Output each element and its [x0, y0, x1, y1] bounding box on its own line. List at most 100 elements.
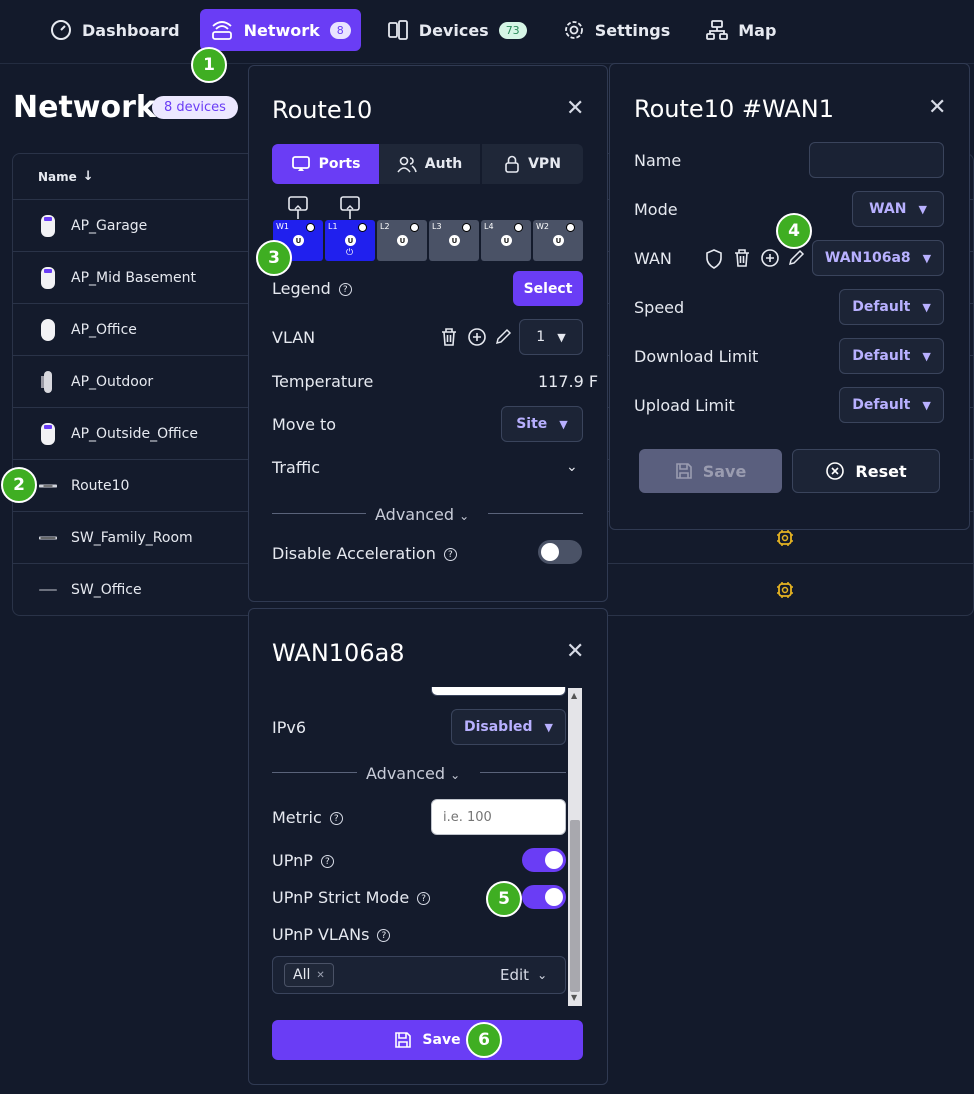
close-icon[interactable]: ✕ — [928, 95, 947, 120]
upnp-strict-mode-label: UPnP Strict Mode? — [272, 888, 431, 907]
shield-icon[interactable] — [705, 249, 723, 269]
help-icon[interactable]: ? — [338, 283, 352, 296]
scrollbar-thumb[interactable] — [570, 820, 580, 992]
mode-value: WAN — [869, 201, 907, 217]
port-label: L3 — [432, 222, 442, 231]
nav-settings[interactable]: Settings — [553, 9, 681, 51]
traffic-label[interactable]: Traffic — [272, 458, 321, 477]
port-l3[interactable]: L3 U — [429, 220, 479, 261]
advanced-label: Advanced — [375, 505, 455, 524]
chevron-down-icon[interactable]: ⌄ — [566, 459, 578, 475]
access-point-pro-icon — [39, 214, 57, 238]
port-mode: U — [501, 235, 512, 246]
step-marker-6: 6 — [466, 1022, 502, 1058]
devices-icon — [387, 20, 408, 40]
speed-label: Speed — [634, 298, 685, 317]
trash-icon[interactable] — [440, 327, 458, 347]
device-name[interactable]: AP_Outdoor — [71, 373, 154, 390]
move-to-dropdown[interactable]: Site ▼ — [501, 406, 583, 442]
legend-label[interactable]: Legend? — [272, 279, 352, 298]
port-w2[interactable]: W2 U — [533, 220, 583, 261]
port-l1[interactable]: L1 U ⏻ — [325, 220, 375, 261]
nav-devices[interactable]: Devices 73 — [377, 9, 537, 51]
speed-dropdown[interactable]: Default ▼ — [839, 289, 944, 325]
select-button[interactable]: Select — [513, 271, 583, 306]
move-to-value: Site — [516, 416, 548, 432]
chevron-down-icon: ⌄ — [459, 509, 470, 523]
port-label: W2 — [536, 222, 549, 231]
nav-network[interactable]: Network 8 — [199, 9, 361, 51]
port-mode: U — [345, 235, 356, 246]
advanced-toggle[interactable]: Advanced ⌄ — [375, 505, 469, 524]
users-icon — [397, 156, 417, 173]
port-l4[interactable]: L4 U — [481, 220, 531, 261]
trash-icon[interactable] — [733, 248, 751, 268]
add-circle-icon[interactable] — [760, 248, 780, 268]
vlan-chip[interactable]: All ✕ — [284, 963, 334, 987]
close-icon[interactable]: ✕ — [566, 639, 585, 664]
pencil-icon[interactable] — [494, 328, 512, 346]
table-row[interactable]: SW_Office — [13, 564, 973, 616]
device-name[interactable]: AP_Office — [71, 321, 137, 338]
scroll-up-arrow[interactable]: ▲ — [571, 691, 578, 700]
sort-down-icon[interactable]: ↓ — [82, 169, 94, 184]
close-icon[interactable]: ✕ — [566, 96, 585, 121]
vlan-dropdown[interactable]: 1 ▼ — [519, 319, 583, 355]
ipv6-dropdown[interactable]: Disabled ▼ — [451, 709, 566, 745]
wan106-save-button[interactable]: Save — [272, 1020, 583, 1060]
device-name[interactable]: Route10 — [71, 477, 130, 494]
advanced-toggle[interactable]: Advanced ⌄ — [366, 764, 460, 783]
help-icon[interactable]: ? — [377, 929, 391, 942]
device-name[interactable]: SW_Family_Room — [71, 529, 193, 546]
speed-value: Default — [852, 299, 911, 315]
tab-vpn-label: VPN — [528, 156, 561, 172]
upload-limit-dropdown[interactable]: Default ▼ — [839, 387, 944, 423]
nav-devices-label: Devices — [418, 20, 489, 40]
help-icon[interactable]: ? — [329, 812, 343, 825]
outdoor-access-point-icon — [39, 370, 57, 394]
device-name[interactable]: AP_Garage — [71, 217, 148, 234]
wan1-panel-title: Route10 #WAN1 — [634, 95, 835, 123]
wan1-save-button[interactable]: Save — [639, 449, 782, 493]
close-circle-icon — [826, 462, 845, 480]
port-l2[interactable]: L2 U — [377, 220, 427, 261]
step-marker-1: 1 — [191, 47, 227, 83]
nav-dashboard[interactable]: Dashboard — [40, 9, 190, 51]
disable-acceleration-toggle[interactable] — [538, 540, 582, 564]
tab-ports[interactable]: Ports — [272, 144, 379, 184]
mode-dropdown[interactable]: WAN ▼ — [852, 191, 944, 227]
upnp-strict-mode-toggle[interactable] — [522, 885, 566, 909]
scroll-down-arrow[interactable]: ▼ — [571, 993, 578, 1002]
partial-input[interactable] — [431, 687, 566, 696]
column-header-name[interactable]: Name — [38, 169, 77, 184]
help-icon[interactable]: ? — [417, 892, 431, 905]
tab-auth[interactable]: Auth — [379, 144, 481, 184]
port-label: L1 — [328, 222, 338, 231]
move-to-label: Move to — [272, 415, 337, 434]
step-marker-5: 5 — [486, 881, 522, 917]
device-name[interactable]: AP_Mid Basement — [71, 269, 197, 286]
reset-button[interactable]: Reset — [792, 449, 940, 493]
remove-icon[interactable]: ✕ — [316, 969, 325, 981]
help-icon[interactable]: ? — [443, 548, 457, 561]
wan-dropdown[interactable]: WAN106a8 ▼ — [812, 240, 944, 276]
pencil-icon[interactable] — [787, 249, 805, 267]
help-icon[interactable]: ? — [320, 855, 334, 868]
add-circle-icon[interactable] — [467, 327, 487, 347]
access-point-icon — [39, 318, 57, 342]
device-name[interactable]: SW_Office — [71, 582, 142, 598]
upnp-toggle[interactable] — [522, 848, 566, 872]
device-name[interactable]: AP_Outside_Office — [71, 425, 198, 442]
port-mode: U — [293, 235, 304, 246]
tab-vpn[interactable]: VPN — [482, 144, 583, 184]
nav-map[interactable]: Map — [696, 9, 786, 51]
scrollbar[interactable]: ▲ ▼ — [568, 688, 582, 1006]
edit-dropdown[interactable]: Edit ⌄ — [500, 966, 547, 984]
nav-dashboard-label: Dashboard — [82, 20, 180, 40]
name-input[interactable] — [809, 142, 944, 178]
divider — [272, 772, 357, 773]
metric-input[interactable] — [431, 799, 566, 835]
ipv6-value: Disabled — [463, 719, 533, 735]
chevron-down-icon: ▼ — [922, 251, 932, 265]
download-limit-dropdown[interactable]: Default ▼ — [839, 338, 944, 374]
